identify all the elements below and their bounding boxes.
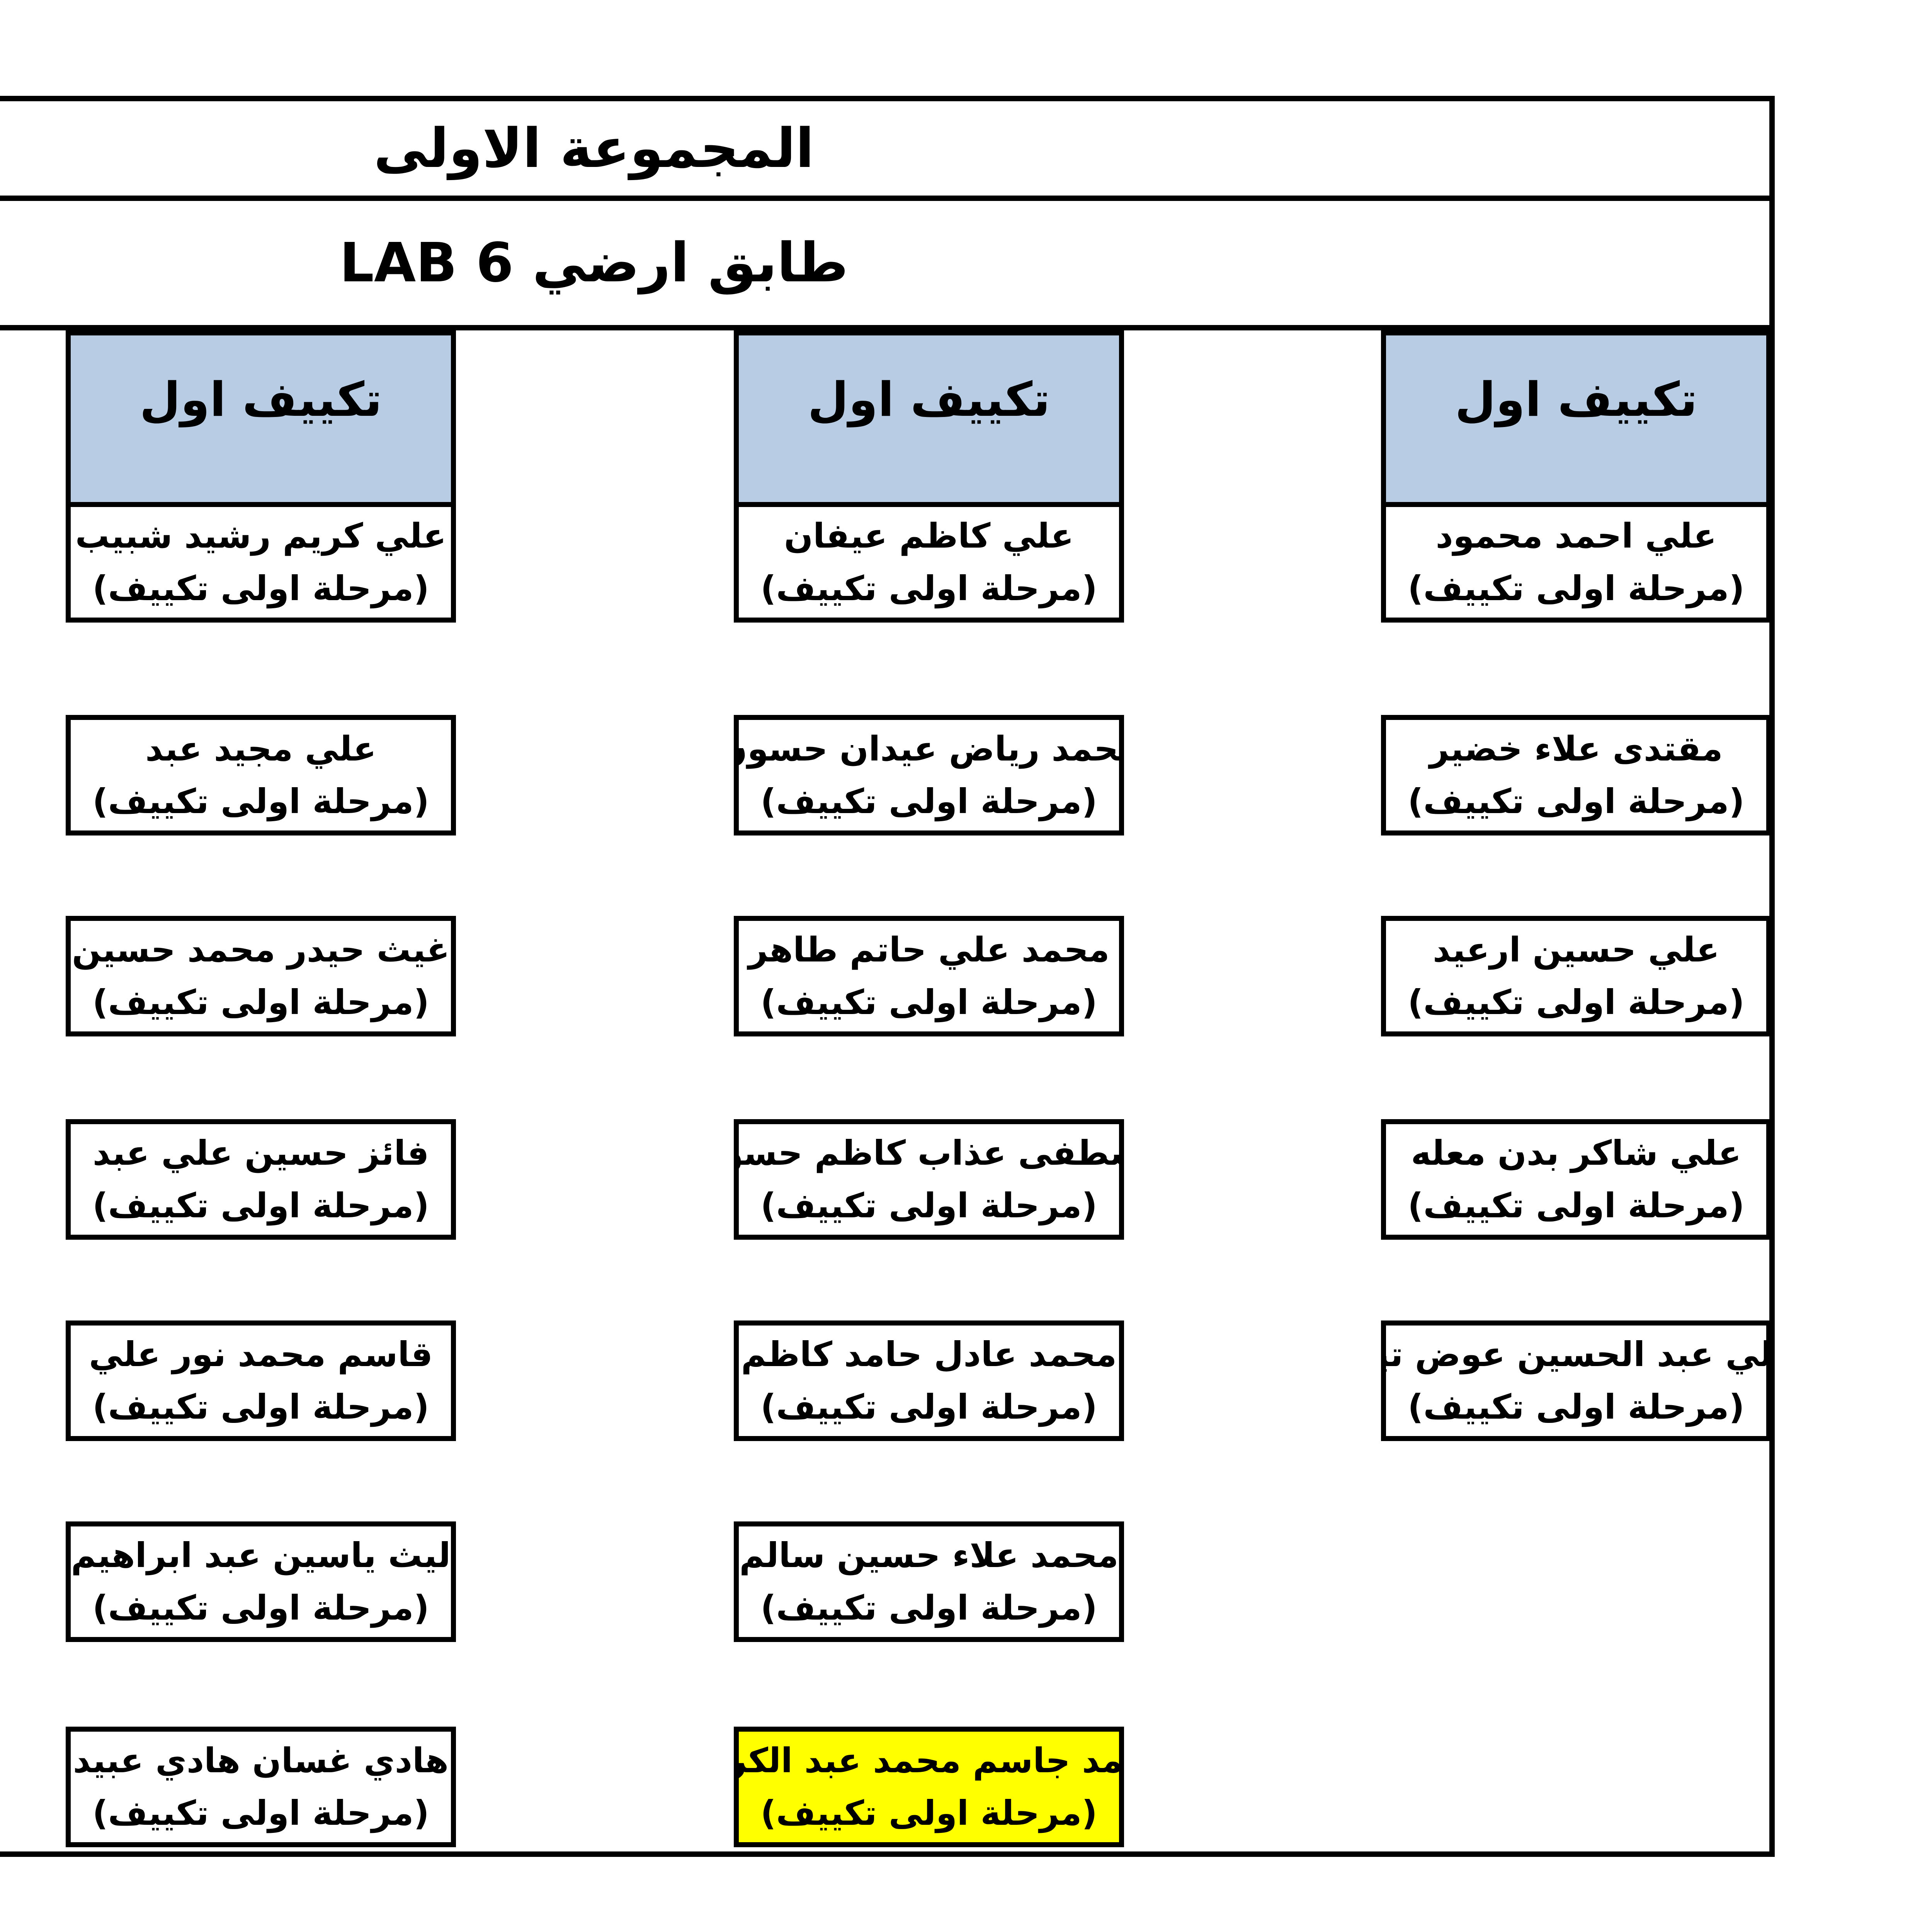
student-name: مقتدى علاء خضير [1429, 728, 1723, 769]
floor-label: طابق ارضي LAB 6 [339, 231, 849, 294]
column-header-label: تكييف اول [808, 372, 1050, 427]
student-box: محمد رياض عيدان حسون (مرحلة اولى تكييف) [734, 715, 1124, 835]
column-header: تكييف اول [66, 330, 456, 507]
student-box: محمد جاسم محمد عبد الكريم (مرحلة اولى تكي… [734, 1727, 1124, 1847]
student-name: علي شاكر بدن معله [1411, 1133, 1742, 1173]
student-stage: (مرحلة اولى تكييف) [1408, 1186, 1745, 1225]
student-box: علي مجيد عبد (مرحلة اولى تكييف) [66, 715, 456, 835]
lab-row: طابق ارضي LAB 6 [0, 201, 1775, 330]
student-box: هادي غسان هادي عبيد (مرحلة اولى تكييف) [66, 1727, 456, 1847]
student-box: قاسم محمد نور علي (مرحلة اولى تكييف) [66, 1320, 456, 1441]
page-title: المجموعة الاولى [374, 117, 814, 180]
student-box: ليث ياسين عبد ابراهيم (مرحلة اولى تكييف) [66, 1521, 456, 1642]
student-name: ليث ياسين عبد ابراهيم [71, 1535, 451, 1575]
column-header: تكييف اول [734, 330, 1124, 507]
student-box: مقتدى علاء خضير (مرحلة اولى تكييف) [1381, 715, 1771, 835]
student-box: علي احمد محمود (مرحلة اولى تكييف) [1381, 502, 1771, 623]
student-stage: (مرحلة اولى تكييف) [760, 568, 1097, 608]
student-name: علي حسين ارعيد [1432, 929, 1720, 970]
student-stage: (مرحلة اولى تكييف) [92, 1793, 429, 1833]
column-header-label: تكييف اول [1455, 372, 1697, 427]
column-header: تكييف اول [1381, 330, 1771, 507]
student-box: علي كريم رشيد شبيب (مرحلة اولى تكييف) [66, 502, 456, 623]
student-box: علي عبد الحسين عوض تير (مرحلة اولى تكييف) [1381, 1320, 1771, 1441]
student-name: فائز حسين علي عبد [92, 1133, 429, 1173]
student-name: محمد علي حاتم طاهر [748, 929, 1110, 970]
student-stage: (مرحلة اولى تكييف) [92, 781, 429, 821]
student-stage: (مرحلة اولى تكييف) [760, 982, 1097, 1022]
student-name: محمد علاء حسين سالم [739, 1535, 1119, 1575]
student-name: هادي غسان هادي عبيد [73, 1740, 449, 1780]
student-stage: (مرحلة اولى تكييف) [92, 1387, 429, 1427]
student-name: محمد رياض عيدان حسون [734, 728, 1124, 769]
student-name: محمد عادل حامد كاظم [741, 1334, 1117, 1374]
student-stage: (مرحلة اولى تكييف) [760, 1793, 1097, 1833]
student-stage: (مرحلة اولى تكييف) [92, 982, 429, 1022]
student-stage: (مرحلة اولى تكييف) [1408, 781, 1745, 821]
column-header-label: تكييف اول [139, 372, 382, 427]
student-stage: (مرحلة اولى تكييف) [92, 1588, 429, 1628]
student-name: علي احمد محمود [1435, 516, 1717, 556]
student-box: مصطفى عذاب كاظم حسون (مرحلة اولى تكييف) [734, 1119, 1124, 1240]
student-stage: (مرحلة اولى تكييف) [92, 1186, 429, 1225]
student-stage: (مرحلة اولى تكييف) [92, 568, 429, 608]
student-name: علي كاظم عيفان [784, 516, 1074, 556]
student-box: فائز حسين علي عبد (مرحلة اولى تكييف) [66, 1119, 456, 1240]
student-name: غيث حيدر محمد حسين [72, 929, 450, 970]
student-box: علي حسين ارعيد (مرحلة اولى تكييف) [1381, 916, 1771, 1036]
student-stage: (مرحلة اولى تكييف) [1408, 1387, 1745, 1427]
student-box: غيث حيدر محمد حسين (مرحلة اولى تكييف) [66, 916, 456, 1036]
student-stage: (مرحلة اولى تكييف) [760, 1588, 1097, 1628]
title-row: المجموعة الاولى [0, 96, 1775, 201]
student-box: محمد عادل حامد كاظم (مرحلة اولى تكييف) [734, 1320, 1124, 1441]
student-stage: (مرحلة اولى تكييف) [760, 1387, 1097, 1427]
student-name: علي عبد الحسين عوض تير [1386, 1334, 1771, 1374]
student-box: علي كاظم عيفان (مرحلة اولى تكييف) [734, 502, 1124, 623]
student-name: محمد جاسم محمد عبد الكريم [739, 1740, 1124, 1780]
student-stage: (مرحلة اولى تكييف) [1408, 568, 1745, 608]
student-name: علي مجيد عبد [145, 728, 376, 769]
student-box: محمد علاء حسين سالم (مرحلة اولى تكييف) [734, 1521, 1124, 1642]
student-stage: (مرحلة اولى تكييف) [1408, 982, 1745, 1022]
student-name: علي كريم رشيد شبيب [75, 516, 447, 556]
student-name: مصطفى عذاب كاظم حسون [739, 1133, 1119, 1173]
student-box: محمد علي حاتم طاهر (مرحلة اولى تكييف) [734, 916, 1124, 1036]
student-name: قاسم محمد نور علي [89, 1334, 433, 1374]
student-stage: (مرحلة اولى تكييف) [760, 781, 1097, 821]
student-box: علي شاكر بدن معله (مرحلة اولى تكييف) [1381, 1119, 1771, 1240]
student-stage: (مرحلة اولى تكييف) [760, 1186, 1097, 1225]
